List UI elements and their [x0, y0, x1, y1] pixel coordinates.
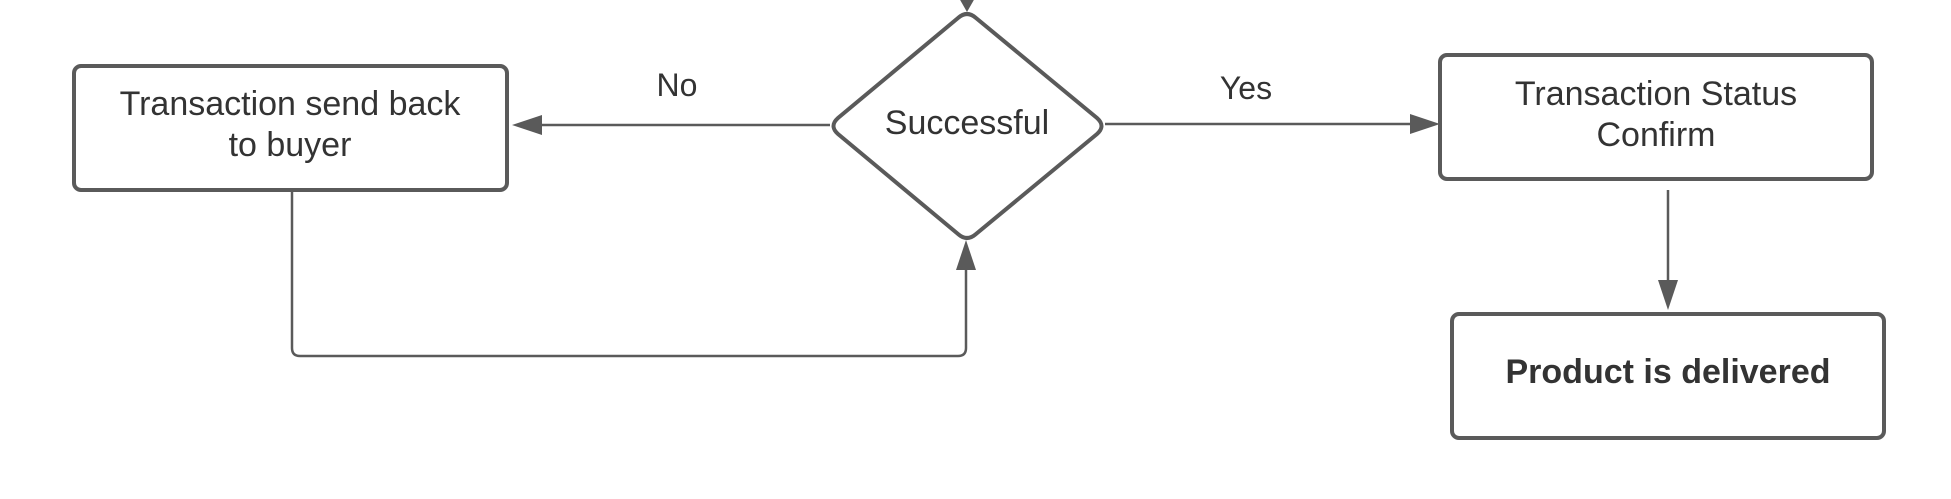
node-transaction-status-line1: Transaction Status [1515, 75, 1797, 113]
node-successful-label: Successful [885, 104, 1049, 142]
incoming-arrow [960, 0, 974, 12]
node-successful-decision: Successful [831, 12, 1104, 240]
node-transaction-send-back-line2: to buyer [229, 126, 352, 164]
edge-no-label: No [657, 67, 698, 103]
edge-loop-back [290, 192, 976, 358]
node-transaction-status-confirm: Transaction Status Confirm [1438, 53, 1874, 181]
node-product-delivered-label: Product is delivered [1506, 353, 1831, 391]
edge-no [512, 115, 830, 135]
node-transaction-send-back: Transaction send back to buyer [72, 64, 509, 192]
node-transaction-send-back-line1: Transaction send back [120, 85, 462, 123]
node-product-delivered: Product is delivered [1450, 312, 1886, 440]
node-transaction-status-line2: Confirm [1596, 116, 1715, 154]
edge-yes-label: Yes [1220, 70, 1272, 106]
edge-confirm-to-delivered [1658, 190, 1678, 310]
edge-yes [1105, 114, 1440, 134]
